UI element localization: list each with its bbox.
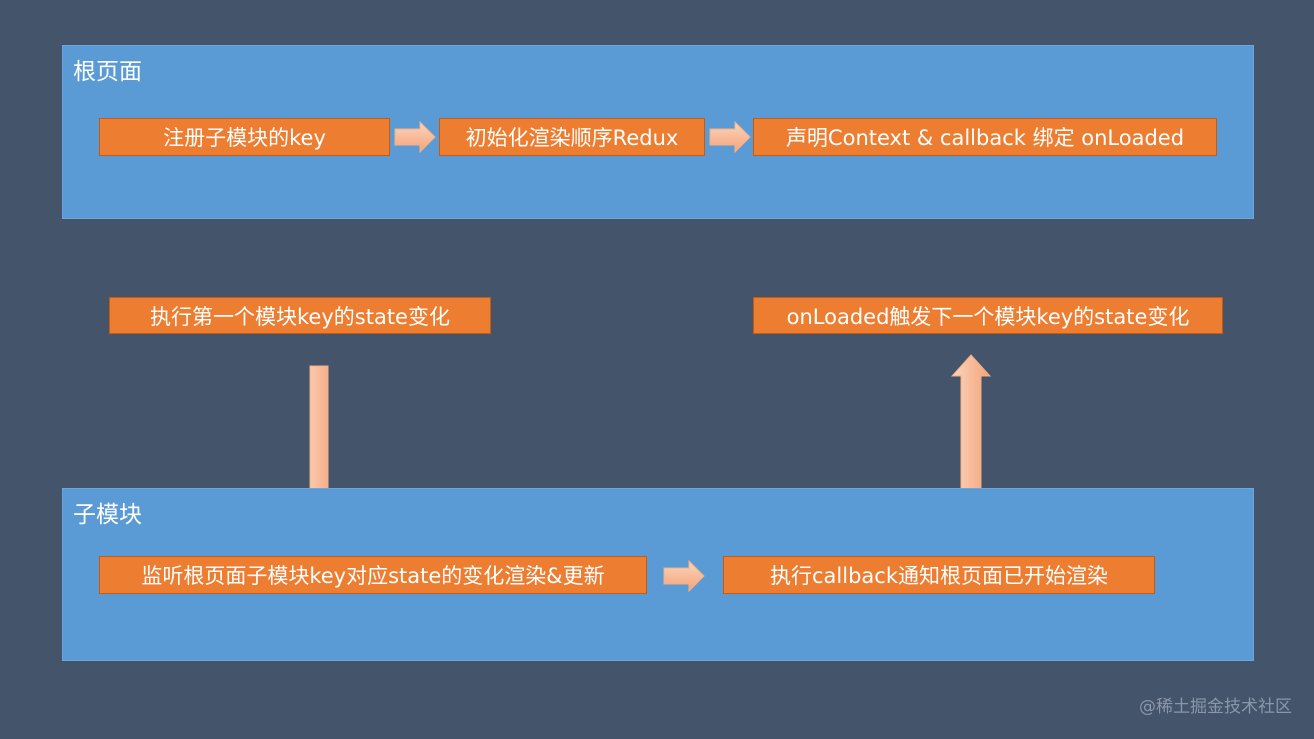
right-arrow-icon: [394, 121, 436, 153]
step-register-submodule-key: 注册子模块的key: [99, 118, 390, 156]
child-module-title: 子模块: [73, 502, 142, 528]
root-page-title: 根页面: [73, 59, 142, 85]
step-onloaded-next-module-state-change: onLoaded触发下一个模块key的state变化: [753, 297, 1223, 334]
watermark: @稀土掘金技术社区: [1139, 697, 1292, 717]
right-arrow-icon: [709, 121, 751, 153]
step-execute-callback-notify: 执行callback通知根页面已开始渲染: [723, 556, 1155, 594]
step-init-render-order-redux: 初始化渲染顺序Redux: [439, 118, 705, 156]
step-first-module-state-change: 执行第一个模块key的state变化: [109, 297, 491, 334]
step-declare-context-callback: 声明Context & callback 绑定 onLoaded: [753, 118, 1217, 156]
step-listen-state-render-update: 监听根页面子模块key对应state的变化渲染&更新: [99, 556, 647, 594]
right-arrow-icon: [663, 560, 705, 592]
